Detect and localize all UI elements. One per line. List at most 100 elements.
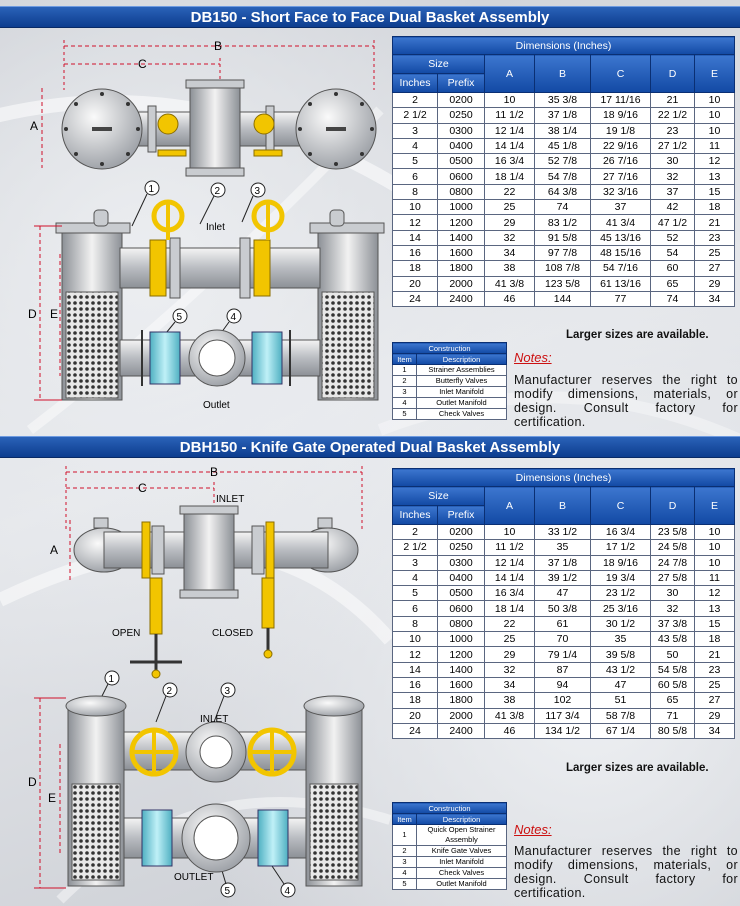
table-cell: 21 xyxy=(693,646,736,663)
dim-label-d: D xyxy=(28,307,37,321)
col-b-header-2: B xyxy=(534,486,591,525)
table-cell: 25 xyxy=(484,631,535,648)
table-cell: 4 xyxy=(392,569,438,587)
table-cell: 14 xyxy=(392,229,438,246)
table-cell: 29 xyxy=(693,275,736,292)
table-cell: 6 xyxy=(392,600,438,617)
section1-larger-note: Larger sizes are available. xyxy=(566,329,709,341)
table-cell: 32 3/16 xyxy=(590,183,651,201)
table-cell: 35 xyxy=(590,631,651,648)
col-c-header-2: C xyxy=(590,486,651,525)
size-header: Size xyxy=(392,54,485,74)
section2-title: DBH150 - Knife Gate Operated Dual Basket… xyxy=(0,436,740,458)
table-cell: 64 3/8 xyxy=(534,183,591,201)
table-cell: 52 7/8 xyxy=(534,153,591,170)
table-cell: 21 xyxy=(693,214,736,231)
table-cell: 48 15/16 xyxy=(590,244,651,262)
table-cell: 22 1/2 xyxy=(650,107,695,124)
table-cell: 1600 xyxy=(437,244,485,262)
section2-larger-note: Larger sizes are available. xyxy=(566,762,709,774)
table-cell: 38 xyxy=(484,260,535,277)
table-cell: 0600 xyxy=(437,600,485,617)
table-cell: 0300 xyxy=(437,554,485,571)
table-cell: 87 xyxy=(534,661,591,678)
table-cell: 23 xyxy=(693,661,736,678)
section1-dimensions-table: Dimensions (Inches) Size A B C D E Inche… xyxy=(391,36,736,308)
callout-4-2: 4 xyxy=(285,886,291,897)
col-e-header: E xyxy=(693,54,736,93)
table-cell: 37 xyxy=(590,199,651,216)
table-cell: 23 1/2 xyxy=(590,585,651,602)
description-header: Description xyxy=(415,353,508,365)
table-cell: 10 xyxy=(693,554,736,571)
col-d-header: D xyxy=(650,54,695,93)
table-cell: 32 xyxy=(484,661,535,678)
dimension-lines-side-2 xyxy=(34,697,66,889)
table-cell: 25 xyxy=(693,244,736,262)
table-cell: 17 1/2 xyxy=(590,539,651,556)
table-cell: 3 xyxy=(392,554,438,571)
description-header-2: Description xyxy=(415,813,508,825)
table-cell: 41 3/8 xyxy=(484,275,535,292)
callout-2-2: 2 xyxy=(167,686,173,697)
table-cell: 60 5/8 xyxy=(650,676,695,694)
table-cell: 12 xyxy=(693,153,736,170)
table-cell: 19 3/4 xyxy=(590,569,651,587)
table-cell: 16 xyxy=(392,244,438,262)
open-label: OPEN xyxy=(112,628,140,639)
table-cell: 15 xyxy=(693,615,736,633)
table-cell: 43 5/8 xyxy=(650,631,695,648)
table-cell: 25 xyxy=(484,199,535,216)
table-cell: 1600 xyxy=(437,676,485,694)
table-cell: 18 xyxy=(392,692,438,709)
size-header-2: Size xyxy=(392,486,485,506)
table-cell: 80 5/8 xyxy=(650,722,695,740)
table-cell: 61 13/16 xyxy=(590,275,651,292)
table-cell: 1200 xyxy=(437,646,485,663)
table-cell: 27 5/8 xyxy=(650,569,695,587)
section2-notes-text: Manufacturer reserves the right to modif… xyxy=(514,844,738,900)
table-cell: 18 9/16 xyxy=(590,107,651,124)
table-cell: 8 xyxy=(392,615,438,633)
table-cell: 61 xyxy=(534,615,591,633)
construction-caption: Construction xyxy=(391,342,508,354)
closed-label: CLOSED xyxy=(212,628,253,639)
table-cell: 5 xyxy=(392,878,417,890)
table-cell: 22 xyxy=(484,183,535,201)
table-cell: 0800 xyxy=(437,183,485,201)
table-cell: 58 7/8 xyxy=(590,707,651,724)
table-cell: 1800 xyxy=(437,260,485,277)
table-cell: 27 xyxy=(693,260,736,277)
section2-dimensions-table: Dimensions (Inches) Size A B C D E Inche… xyxy=(391,468,736,740)
table-cell: 38 1/4 xyxy=(534,122,591,139)
table-cell: 2400 xyxy=(437,290,485,308)
table-cell: 29 xyxy=(693,707,736,724)
table-cell: 10 xyxy=(484,91,535,109)
table-cell: 10 xyxy=(392,631,438,648)
section1-notes-text: Manufacturer reserves the right to modif… xyxy=(514,373,738,429)
table-cell: 2 1/2 xyxy=(392,539,438,556)
table-cell: 74 xyxy=(650,290,695,308)
dim-label-b: B xyxy=(214,39,222,53)
dim-label-e-2: E xyxy=(48,791,56,805)
inlet-label-2: INLET xyxy=(200,714,228,725)
outlet-label: Outlet xyxy=(203,400,230,411)
callout-2: 2 xyxy=(215,186,221,197)
table-cell: 117 3/4 xyxy=(534,707,591,724)
dim-label-a: A xyxy=(30,119,38,133)
col-c-header: C xyxy=(590,54,651,93)
table-cell: 18 1/4 xyxy=(484,600,535,617)
col-a-header: A xyxy=(484,54,535,93)
item-header: Item xyxy=(392,353,417,365)
